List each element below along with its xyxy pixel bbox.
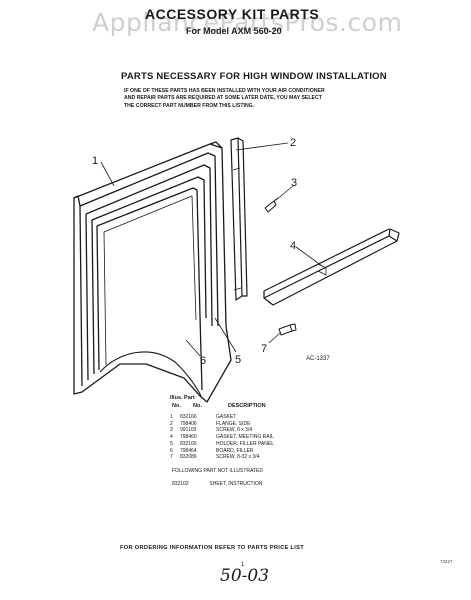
description: FLANGE, SIDE (216, 420, 251, 427)
callout-2: 2 (290, 137, 296, 149)
callout-1: 1 (92, 155, 98, 167)
table-header-part-no: No. (193, 403, 202, 409)
callout-7: 7 (261, 343, 267, 355)
figure-label: AC-1337 (306, 356, 330, 362)
illus-no: 2 (170, 420, 173, 427)
part-no: 798464 (180, 447, 197, 454)
table-row: 7 832086 SCREW, 8-32 x 3/4 (170, 454, 274, 461)
side-flange (230, 137, 248, 301)
screw-part-3 (264, 197, 279, 213)
handwritten-note: 50-03 (220, 566, 270, 586)
description: SCREW, 8 x 3/4 (216, 427, 253, 434)
meeting-rail-gasket (263, 228, 400, 306)
illus-no: 6 (170, 447, 173, 454)
illus-no: 4 (170, 434, 173, 441)
table-header-no: No. (172, 403, 181, 409)
description: GASKET, MEETING RAIL (216, 434, 274, 441)
section-title: PARTS NECESSARY FOR HIGH WINDOW INSTALLA… (121, 71, 387, 82)
table-row: 1 832166 GASKET (170, 414, 274, 421)
note-line: AND REPAIR PARTS ARE REQUIRED AT SOME LA… (124, 95, 322, 102)
illus-no: 7 (170, 454, 173, 461)
note-line: IF ONE OF THESE PARTS HAS BEEN INSTALLED… (124, 88, 325, 94)
description: SCREW, 8-32 x 3/4 (216, 454, 260, 461)
callout-5: 5 (235, 354, 241, 366)
part-no: 832165 (180, 440, 197, 447)
part-no: 832166 (180, 414, 197, 420)
description: BOARD, FILLER (216, 447, 254, 454)
page-number: 1 (241, 562, 245, 568)
part-no: 832086 (180, 454, 197, 461)
description: SHEET, INSTRUCTION (209, 481, 263, 487)
table-row: 2 798406 FLANGE, SIDE (170, 421, 274, 428)
table-row: 3 991103 SCREW, 8 x 3/4 (170, 427, 274, 434)
watermark: AppliancePartsPros.com (92, 8, 403, 37)
table-row: 6 798464 BOARD, FILLER (170, 448, 274, 455)
description: GASKET (216, 414, 237, 420)
model-subtitle: For Model AXM 560-20 (186, 26, 282, 36)
table-header-line1: Illus. Part (170, 395, 195, 401)
illus-no: 1 (170, 414, 173, 420)
illus-no: 5 (170, 440, 173, 447)
table-header-description: DESCRIPTION (228, 403, 266, 409)
note-line: THE CORRECT PART NUMBER FROM THIS LISTIN… (124, 102, 255, 109)
leader-lines (100, 142, 323, 357)
part-no: 798406 (180, 420, 197, 427)
description: HOLDER, FILLER PANEL (216, 440, 274, 447)
ordering-info: FOR ORDERING INFORMATION REFER TO PARTS … (120, 545, 305, 551)
footer-code: 73227 (440, 559, 453, 564)
table-row: 5 832165 HOLDER, FILLER PANEL (170, 441, 274, 448)
screw-part-7 (278, 323, 297, 336)
note-paragraph: IF ONE OF THESE PARTS HAS BEEN INSTALLED… (124, 88, 364, 110)
callout-6: 6 (200, 355, 206, 367)
parts-table: 1 832166 GASKET 2 798406 FLANGE, SIDE 3 … (170, 414, 274, 461)
break-line (99, 351, 202, 397)
gasket-frame (73, 141, 232, 403)
callout-3: 3 (291, 177, 297, 189)
part-no: 991103 (180, 427, 197, 434)
illus-no: 3 (170, 427, 173, 434)
table-row: 4 798460 GASKET, MEETING RAIL (170, 434, 274, 441)
not-illustrated-heading: FOLLOWING PART NOT ILLUSTRATED (172, 468, 263, 474)
part-no: 832102 (172, 481, 189, 487)
callout-4: 4 (290, 240, 296, 252)
instruction-row: 832102 SHEET, INSTRUCTION (172, 481, 262, 487)
page-title: ACCESSORY KIT PARTS (145, 6, 320, 22)
part-no: 798460 (180, 434, 197, 441)
